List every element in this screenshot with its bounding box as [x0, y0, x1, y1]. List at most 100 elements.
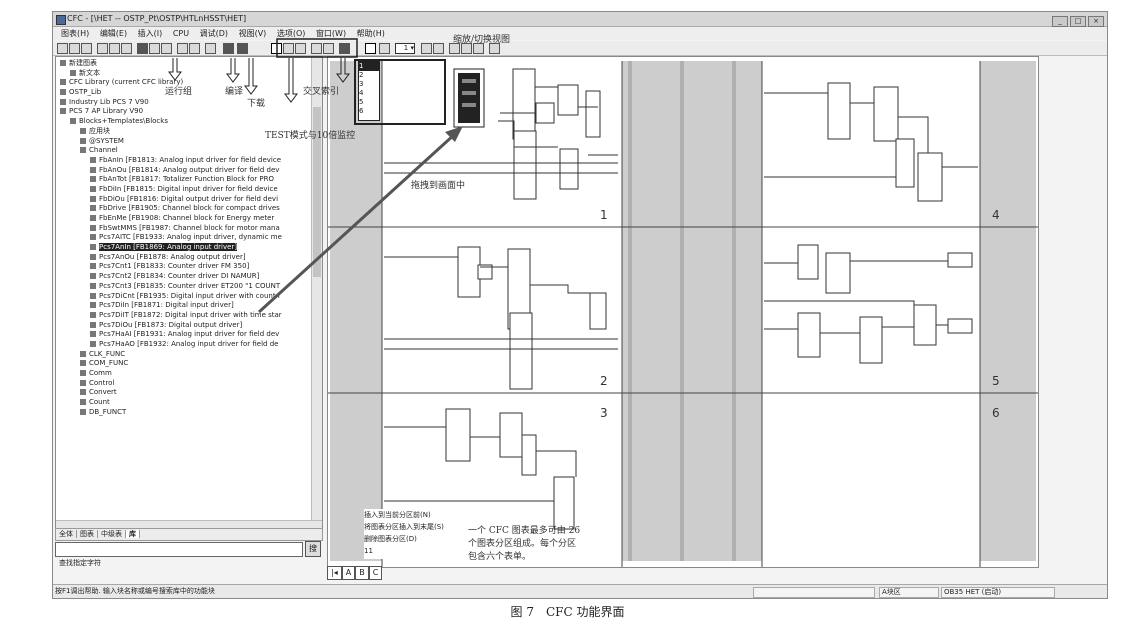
library-tree-item[interactable]: Count [56, 398, 308, 408]
tab-nav-first[interactable]: |◂ [327, 566, 342, 580]
library-tree-item[interactable]: COM_FUNC [56, 359, 308, 369]
print-icon[interactable] [81, 43, 92, 54]
sheet-view-icon[interactable] [365, 43, 376, 54]
grid-icon[interactable] [461, 43, 472, 54]
menu-edit[interactable]: 编辑(E) [99, 29, 128, 38]
refresh-icon[interactable] [205, 43, 216, 54]
search-input[interactable] [55, 542, 303, 557]
menu-window[interactable]: 窗口(W) [315, 29, 347, 38]
library-tree-item[interactable]: FbAnIn [FB1813: Analog input driver for … [56, 156, 308, 166]
library-tree-item[interactable]: FbDiIn [FB1815: Digital input driver for… [56, 185, 308, 195]
library-tree-item[interactable]: Pcs7DiIT [FB1872: Digital input driver w… [56, 311, 308, 321]
maximize-button[interactable]: □ [1070, 16, 1086, 27]
redo-icon[interactable] [323, 43, 334, 54]
menu-delete-partition[interactable]: 删除图表分区(D) [364, 535, 417, 543]
library-tree-item[interactable]: FbEnMe [FB1908: Channel block for Energy… [56, 214, 308, 224]
library-tree-item[interactable]: 应用块 [56, 127, 308, 137]
library-tree-item[interactable]: Channel [56, 146, 308, 156]
search-button[interactable]: 搜 [305, 541, 321, 557]
zoom-option-2[interactable]: 2 [359, 71, 364, 79]
menu-view[interactable]: 视图(V) [238, 29, 267, 38]
library-tree-item[interactable]: FbDiOu [FB1816: Digital output driver fo… [56, 195, 308, 205]
menu-chart[interactable]: 图表(H) [61, 29, 90, 38]
tab-charts[interactable]: 图表 [77, 530, 98, 538]
paste-icon[interactable] [121, 43, 132, 54]
library-hscroll[interactable] [56, 520, 322, 529]
library-tree-item[interactable]: Pcs7DiCnt [FB1935: Digital input driver … [56, 292, 308, 302]
tab-sheet-b[interactable]: B [355, 566, 369, 580]
menu-insert-before[interactable]: 插入到当前分区前(N) [364, 511, 431, 519]
zoom-option-5[interactable]: 5 [359, 98, 364, 106]
library-tree-item[interactable]: Pcs7Cnt1 [FB1833: Counter driver FM 350] [56, 262, 308, 272]
library-tree-item[interactable]: Convert [56, 388, 308, 398]
overview-icon[interactable] [379, 43, 390, 54]
library-tree-item[interactable]: Pcs7Cnt3 [FB1835: Counter driver ET200 "… [56, 282, 308, 292]
menu-debug[interactable]: 调试(D) [199, 29, 229, 38]
tab-library[interactable]: 库 [126, 530, 140, 538]
zoom-option-1[interactable]: 1 [359, 62, 379, 71]
library-tree-item[interactable]: FbDrive [FB1905: Channel block for compa… [56, 204, 308, 214]
menu-help[interactable]: 帮助(H) [356, 29, 385, 38]
minimize-button[interactable]: _ [1052, 16, 1068, 27]
menu-insert-end[interactable]: 将图表分区插入到末尾(S) [364, 523, 444, 531]
zoom-option-6[interactable]: 6 [359, 107, 364, 115]
close-button[interactable]: × [1088, 16, 1104, 27]
fit-view-icon[interactable] [449, 43, 460, 54]
menu-options[interactable]: 选项(O) [276, 29, 306, 38]
library-tree-item[interactable]: Pcs7HaAO [FB1932: Analog input driver fo… [56, 340, 308, 350]
library-tree-item[interactable]: Pcs7AnIn [FB1869: Analog input driver] [56, 243, 308, 253]
library-tree-item[interactable]: Blocks+Templates\Blocks [56, 117, 308, 127]
library-tree-item[interactable]: CLK_FUNC [56, 350, 308, 360]
library-tree-item[interactable]: Control [56, 379, 308, 389]
library-tree-item[interactable]: CFC Library (current CFC library) [56, 78, 308, 88]
library-tree-item[interactable]: Comm [56, 369, 308, 379]
library-tree-item[interactable]: Pcs7Cnt2 [FB1834: Counter driver DI NAMU… [56, 272, 308, 282]
tab-sheet-a[interactable]: A [341, 566, 356, 580]
zoom-option-3[interactable]: 3 [359, 80, 364, 88]
arrow-icon[interactable] [161, 43, 172, 54]
cross-reference-icon[interactable] [339, 43, 350, 54]
library-tree-item[interactable]: 新建图表 [56, 59, 308, 69]
library-tree-item[interactable]: Industry Lib PCS 7 V90 [56, 98, 308, 108]
library-tree-item[interactable]: FbAnOu [FB1814: Analog output driver for… [56, 166, 308, 176]
stop-icon[interactable] [295, 43, 306, 54]
window-icon[interactable] [473, 43, 484, 54]
library-tree-item[interactable]: Pcs7DiIn [FB1871: Digital input driver] [56, 301, 308, 311]
library-tree-item[interactable]: PCS 7 AP Library V90 [56, 107, 308, 117]
run-group-icon[interactable] [137, 43, 148, 54]
vscroll-thumb[interactable] [313, 107, 321, 277]
library-tree-item[interactable]: Pcs7AITC [FB1933: Analog input driver, d… [56, 233, 308, 243]
zoom-in-icon[interactable] [421, 43, 432, 54]
compile-icon[interactable] [223, 43, 234, 54]
copy-icon[interactable] [109, 43, 120, 54]
library-tree-item[interactable]: FbSwtMMS [FB1987: Channel block for moto… [56, 224, 308, 234]
undo-icon[interactable] [311, 43, 322, 54]
library-tree-item[interactable]: @SYSTEM [56, 137, 308, 147]
library-tree-item[interactable]: 新文本 [56, 69, 308, 79]
tab-all[interactable]: 全体 [56, 530, 77, 538]
cut-icon[interactable] [97, 43, 108, 54]
zoom-dropdown-list[interactable]: 1 2 3 4 5 6 [358, 61, 380, 121]
zoom-out-icon[interactable] [433, 43, 444, 54]
back-icon[interactable] [177, 43, 188, 54]
watch-icon[interactable] [283, 43, 294, 54]
cfc-chart-area[interactable]: 1 2 3 4 5 6 1 2 3 4 5 6 插入到当前分区前(N) 将图表分… [327, 56, 1039, 568]
library-vscroll[interactable] [311, 57, 322, 529]
menu-insert[interactable]: 插入(I) [137, 29, 163, 38]
library-tree-item[interactable]: FbAnTot [FB1817: Totalizer Function Bloc… [56, 175, 308, 185]
zoom-dropdown[interactable]: 1 ▾ [395, 43, 415, 54]
library-tree-item[interactable]: Pcs7AnOu [FB1878: Analog output driver] [56, 253, 308, 263]
zoom-option-4[interactable]: 4 [359, 89, 364, 97]
menu-cpu[interactable]: CPU [172, 29, 190, 38]
forward-icon[interactable] [189, 43, 200, 54]
tools-icon[interactable] [149, 43, 160, 54]
download-icon[interactable] [237, 43, 248, 54]
dragged-block[interactable] [453, 68, 485, 128]
open-icon[interactable] [69, 43, 80, 54]
library-tree-item[interactable]: Pcs7DiOu [FB1873: Digital output driver] [56, 321, 308, 331]
help-icon[interactable] [489, 43, 500, 54]
library-tree-item[interactable]: DB_FUNCT [56, 408, 308, 418]
tab-sheet-c[interactable]: C [368, 566, 383, 580]
new-icon[interactable] [57, 43, 68, 54]
tab-mid[interactable]: 中级表 [98, 530, 126, 538]
